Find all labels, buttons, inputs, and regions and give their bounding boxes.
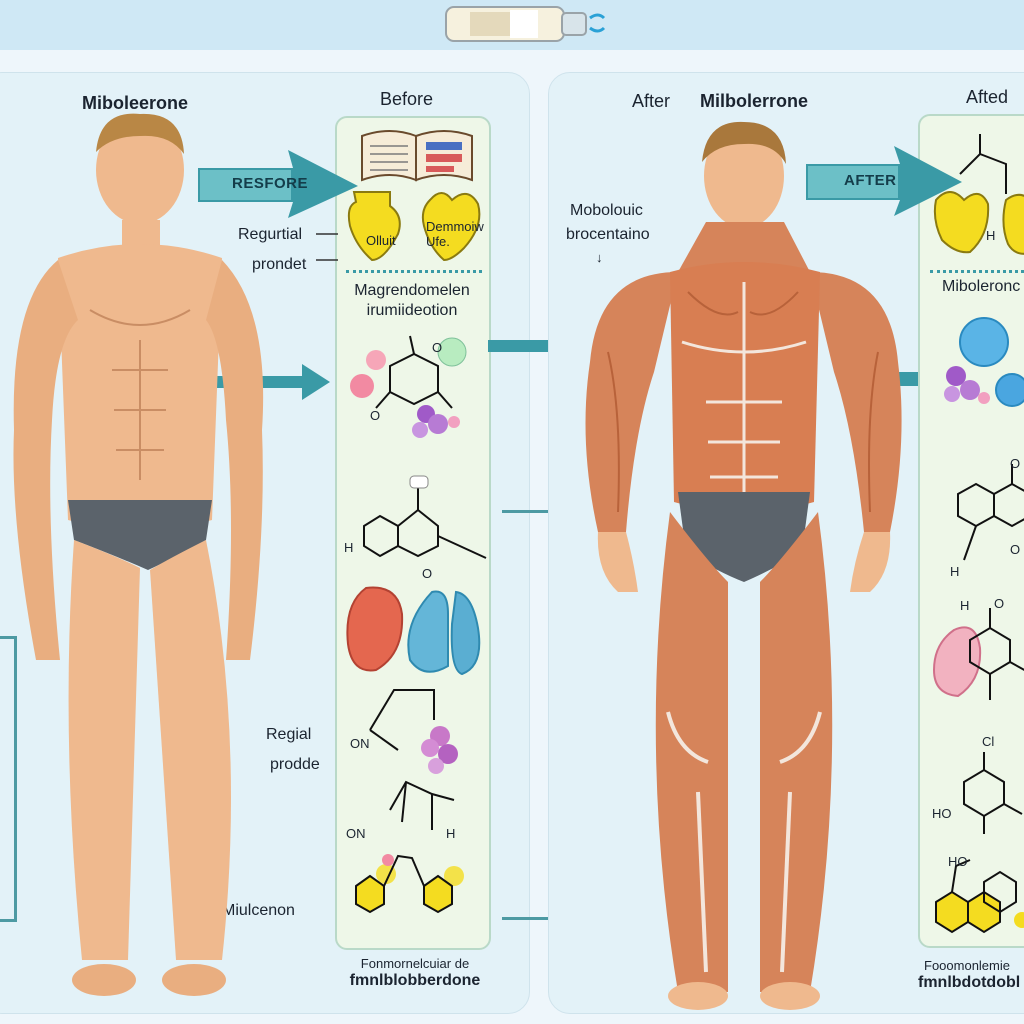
- before-banner-label: RESFORE: [232, 175, 309, 192]
- after-molecule-4: [963, 752, 1023, 834]
- before-column: [335, 116, 491, 950]
- before-footer-2: fmnlblobberdone: [349, 972, 481, 989]
- hormone-shapes: [347, 191, 481, 262]
- before-side-label-5: Miulcenon: [222, 902, 295, 919]
- before-side-label-2: prondet: [252, 256, 307, 273]
- before-column-heading: Before: [380, 89, 434, 109]
- molecule-3-h: H: [446, 826, 456, 841]
- molecule-diagram-1: [350, 335, 467, 438]
- before-footer-1: Fonmornelcuiar de: [360, 956, 470, 971]
- after-molecule-5: [935, 859, 1024, 934]
- after-molecule-3-o: O: [994, 596, 1005, 611]
- after-side-label-2: brocentaino: [566, 226, 650, 243]
- after-column: [918, 114, 1024, 948]
- after-person-figure: [585, 121, 902, 1010]
- molecule-3-on: ON: [346, 826, 366, 841]
- after-molecule-2: [957, 464, 1024, 561]
- after-molecule-1: [944, 317, 1024, 407]
- left-bracket: [0, 636, 17, 922]
- after-molecule-2-h: H: [950, 564, 960, 579]
- after-molecule-4-cl: Cl: [982, 734, 995, 749]
- molecule-2-o: O: [422, 566, 433, 581]
- before-person-figure: [13, 113, 264, 996]
- before-caption-2: irumiideotion: [366, 302, 458, 319]
- before-caption-1: Magrendomelen: [354, 282, 470, 299]
- after-footer-1: Fooomonlemie: [924, 958, 1010, 973]
- book-icon: [361, 130, 473, 182]
- after-hormone-shapes: [933, 134, 1024, 255]
- molecule-2-h: H: [344, 540, 354, 555]
- after-column-heading: Afted: [966, 87, 1009, 107]
- after-hormone-h: H: [986, 228, 996, 243]
- after-molecule-2-o2: O: [1010, 542, 1021, 557]
- after-molecule-5-ho: HO: [948, 854, 968, 869]
- after-title: Milbolerrone: [700, 91, 809, 111]
- hormone-label-2: Demmoiw Ufe.: [426, 219, 484, 249]
- before-side-label-4: prodde: [270, 756, 320, 773]
- molecule-1-o-bottom: O: [370, 408, 381, 423]
- after-molecule-2-o: O: [1010, 456, 1021, 471]
- hormone-label-1: Olluit: [366, 233, 396, 248]
- after-molecule-3-h: H: [960, 598, 970, 613]
- molecule-diagram-2: [363, 475, 487, 559]
- pointer-dashes: [316, 233, 338, 261]
- molecule-1-o-top: O: [432, 340, 443, 355]
- before-title: Miboleerone: [82, 93, 189, 113]
- after-banner-arrow: [806, 146, 962, 216]
- after-side-label-1: Mobolouic: [570, 202, 643, 219]
- after-banner-label: AFTER: [844, 172, 897, 189]
- before-side-label-3: Regial: [266, 726, 312, 743]
- liver-lung-icons: [346, 586, 481, 676]
- molecule-3-o: ON: [350, 736, 370, 751]
- down-arrow-icon: ↓: [596, 250, 603, 265]
- after-molecule-4-ho: HO: [932, 806, 952, 821]
- arrow-right-1: [214, 364, 330, 400]
- after-footer-2: fmnlbdotdobl: [918, 974, 1021, 991]
- after-molecule-3: [932, 608, 1024, 700]
- vial-icon: [445, 6, 606, 42]
- before-banner-arrow: [198, 150, 358, 218]
- molecule-diagram-3: [355, 689, 464, 914]
- after-caption: Miboleronc: [942, 278, 1021, 295]
- after-dotted-divider: [930, 270, 1024, 273]
- after-title-prefix: After: [632, 91, 671, 111]
- dotted-divider: [346, 270, 482, 273]
- before-side-label-1: Regurtial: [238, 226, 303, 243]
